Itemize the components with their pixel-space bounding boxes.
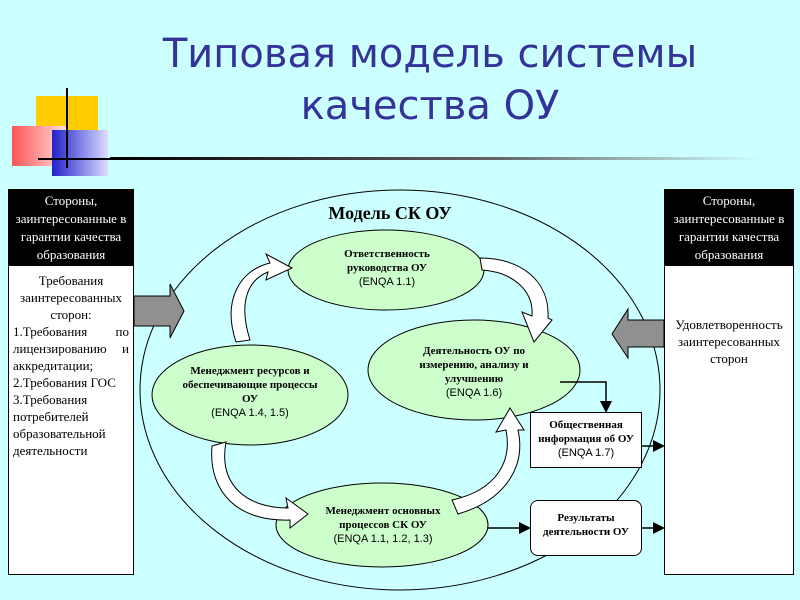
resources-node: Менеджмент ресурсов и обеспечивающие про… [178, 364, 322, 420]
public-info-ref: (ENQA 1.7) [557, 447, 615, 459]
right-panel-body: Удовлетворенность заинтересованных сторо… [675, 317, 783, 366]
measurement-ellipse [367, 319, 581, 421]
left-stakeholders-panel: Стороны, заинтересованные в гарантии кач… [8, 189, 134, 575]
cycle-arrow-bottom-left [211, 441, 309, 530]
logo-horizontal-line [38, 158, 118, 160]
output-arrow [611, 307, 665, 360]
core-title: Менеджмент основных процессов СК ОУ [325, 505, 441, 531]
right-panel-heading: Стороны, заинтересованные в гарантии кач… [665, 190, 793, 266]
measurement-to-public-info-arrow [560, 381, 612, 413]
core-processes-ellipse [275, 482, 489, 568]
responsibility-title: Ответственность руководства ОУ [344, 248, 430, 274]
public-info-title: Общественная информация об ОУ [538, 419, 634, 445]
measurement-title: Деятельность ОУ по измерению, анализу и … [419, 345, 529, 385]
requirement-item: 2.Требования ГОС [13, 375, 116, 390]
page-title: Типовая модель системы качества ОУ [120, 28, 740, 132]
right-stakeholders-panel: Стороны, заинтересованные в гарантии кач… [664, 189, 794, 575]
resources-title: Менеджмент ресурсов и обеспечивающие про… [182, 365, 318, 405]
core-ref: (ENQA 1.1, 1.2, 1.3) [333, 533, 433, 545]
requirement-item: 3.Требования потребителей образовательно… [13, 392, 106, 458]
measurement-node: Деятельность ОУ по измерению, анализу и … [404, 344, 544, 400]
left-panel-body: Требования заинтересованных сторон: 1.Тр… [9, 266, 133, 465]
logo-vertical-line [66, 88, 68, 168]
responsibility-node: Ответственность руководства ОУ (ENQA 1.1… [320, 247, 454, 289]
left-panel-intro: Требования заинтересованных сторон: [19, 273, 123, 322]
left-panel-heading: Стороны, заинтересованные в гарантии кач… [9, 190, 133, 266]
cycle-arrow-top-left [230, 252, 294, 343]
results-title: Результаты деятельности ОУ [543, 512, 629, 538]
logo-decoration [8, 88, 118, 176]
resources-ellipse [151, 344, 349, 446]
model-label: Модель СК ОУ [328, 203, 452, 223]
requirement-item: 1.Требования по лицензированию и аккреди… [13, 324, 129, 373]
input-arrow [133, 283, 185, 339]
logo-blue-square [52, 130, 108, 176]
cycle-arrow-bottom-right [451, 407, 525, 515]
responsibility-ref: (ENQA 1.1) [358, 276, 416, 288]
cycle-arrow-top-right [479, 257, 553, 343]
measurement-ref: (ENQA 1.6) [445, 387, 503, 399]
results-box: Результаты деятельности ОУ [530, 500, 642, 556]
core-processes-node: Менеджмент основных процессов СК ОУ (ENQ… [308, 504, 458, 546]
public-info-box: Общественная информация об ОУ (ENQA 1.7) [530, 412, 642, 468]
title-divider [110, 157, 760, 160]
title-line-2: качества ОУ [300, 83, 560, 129]
resources-ref: (ENQA 1.4, 1.5) [211, 407, 289, 419]
title-line-1: Типовая модель системы [162, 31, 698, 77]
